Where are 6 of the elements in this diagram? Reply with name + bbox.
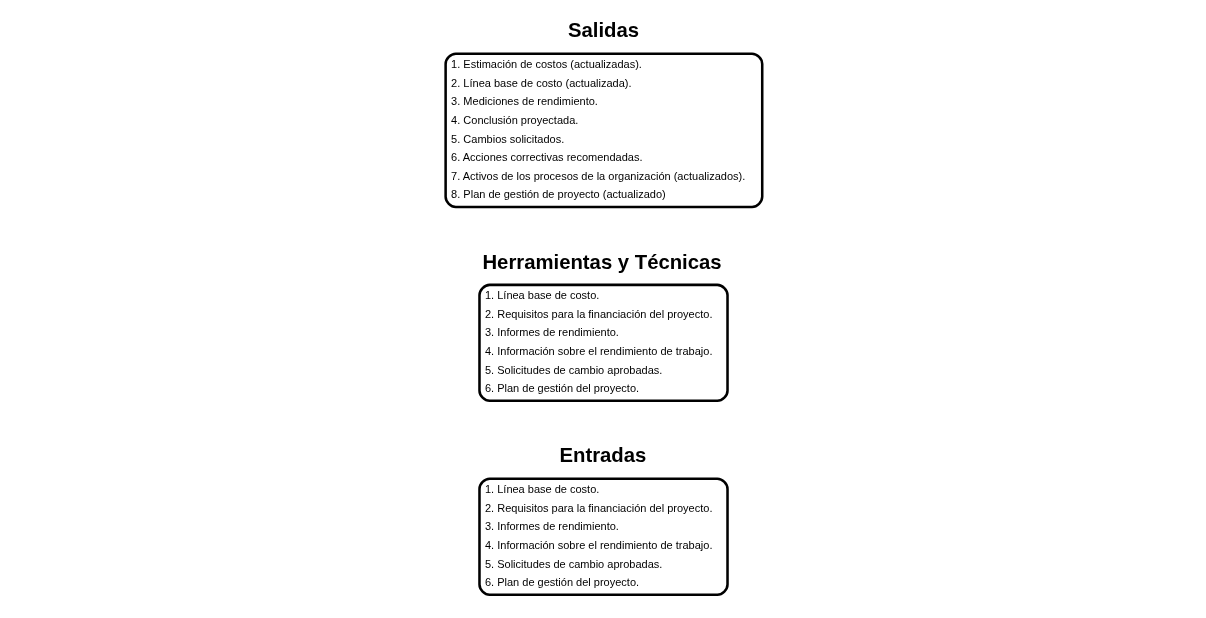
node-box: 1. Línea base de costo. 2. Requisitos para la financiación del proyecto. 3. Informes de rendimiento. 4. Información sobre el rendimiento de trabajo. 5. Solicitudes de cambio aprobadas. 6. Plan de gestión del proyecto. [477,283,729,403]
node-label: Salidas [567,19,639,42]
node-box: 1. Línea base de costo. 2. Requisitos para la financiación del proyecto. 3. Informes de rendimiento. 4. Información sobre el rendimiento de trabajo. 5. Solicitudes de cambio aprobadas. 6. Plan de gestión del proyecto. [477,477,729,596]
node-box: 1. Estimación de costos (actualizadas). 2. Línea base de costo (actualizada). 3. Mediciones de rendimiento. 4. Conclusión proyectada. 5. Cambios solicitados. 6. Acciones correctivas recomendadas. 7. Activos de los procesos de la organización (actualizados). 8. Plan de gestión de proyecto (actualizado) [443,52,763,209]
node-label: Herramientas y Técnicas [481,250,722,273]
node-label: Entradas [558,444,646,467]
